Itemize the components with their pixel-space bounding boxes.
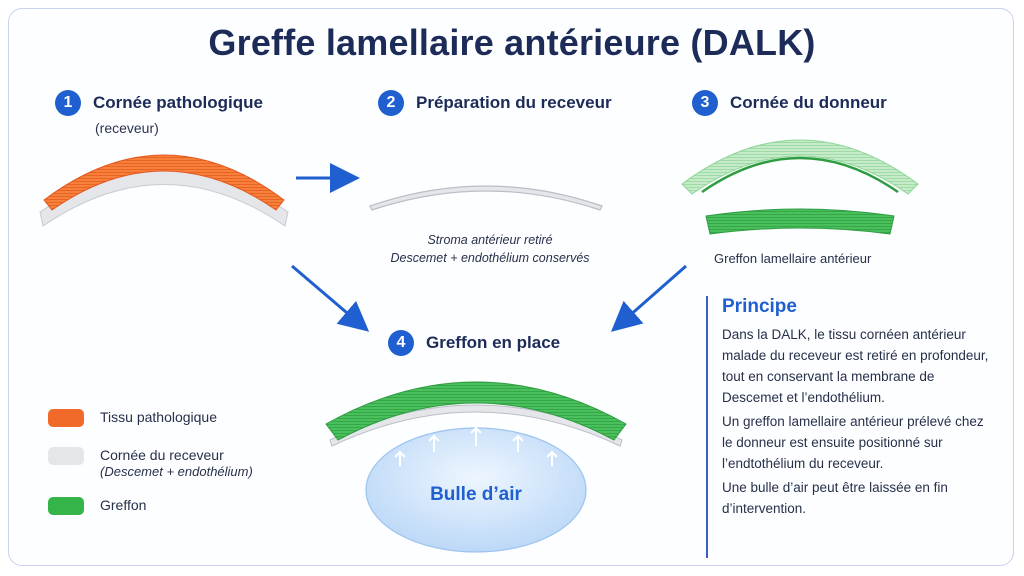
principle-paragraph: Une bulle d’air peut être laissée en fin…	[722, 480, 948, 516]
step-3-number: 3	[692, 90, 718, 116]
recipient-layer	[39, 167, 289, 227]
donor-upper-layer	[681, 139, 919, 195]
step-2-caption-line-1: Stroma antérieur retiré	[427, 233, 553, 247]
legend-swatch-pathologic	[48, 409, 84, 427]
step-1-title: Cornée pathologique	[93, 93, 263, 112]
step-2-recipient-membrane	[369, 185, 603, 211]
legend-label-pathologic: Tissu pathologique	[100, 409, 218, 425]
legend-swatch-recipient	[48, 447, 84, 465]
arrow-step1-to-step4	[291, 264, 370, 332]
pressure-arrow	[394, 450, 406, 466]
principle-panel: Principe Dans la DALK, le tissu cornéen …	[706, 296, 992, 558]
air-pressure-arrows	[394, 426, 558, 466]
legend-label-recipient: Cornée du receveur	[100, 447, 224, 463]
legend-item-graft: Greffon	[48, 496, 146, 515]
step-4-assembly	[325, 381, 627, 553]
step-1-cornea	[39, 154, 289, 227]
step-4-header: 4 Greffon en place	[388, 330, 560, 356]
page-title: Greffe lamellaire antérieure (DALK)	[208, 22, 816, 63]
donor-inner-arc	[701, 156, 899, 194]
donor-graft-piece	[705, 208, 895, 235]
pathologic-layer	[43, 154, 285, 211]
step-1-subtitle: (receveur)	[95, 120, 159, 136]
step-2-number: 2	[378, 90, 404, 116]
legend-label-graft: Greffon	[100, 497, 147, 513]
step-3-caption: Greffon lamellaire antérieur	[714, 251, 872, 266]
step-2-title: Préparation du receveur	[416, 93, 612, 112]
step-1-header: 1 Cornée pathologique	[55, 90, 263, 116]
step-4-number: 4	[388, 330, 414, 356]
pressure-arrow	[546, 450, 558, 466]
step-4-title: Greffon en place	[426, 333, 561, 352]
step-3-donor-cornea	[681, 139, 919, 235]
step-3-title: Cornée du donneur	[730, 93, 887, 112]
arrow-step3-to-step4	[610, 264, 687, 332]
step-2-caption: Stroma antérieur retiré Descemet + endot…	[360, 231, 620, 267]
step-3-header: 3 Cornée du donneur	[692, 90, 887, 116]
principle-title: Principe	[722, 296, 797, 317]
legend-sublabel-recipient: (Descemet + endothélium)	[100, 464, 253, 479]
legend-item-recipient: Cornée du receveur (Descemet + endothéli…	[48, 446, 253, 479]
pressure-arrow	[428, 434, 440, 452]
principle-paragraph: Dans la DALK, le tissu cornéen antérieur…	[722, 327, 989, 405]
principle-paragraph: Un greffon lamellaire antérieur prélevé …	[722, 414, 984, 471]
step-4-recipient-layer	[329, 404, 623, 447]
pressure-arrow	[512, 434, 524, 452]
pressure-arrow	[470, 426, 482, 446]
step-2-caption-line-2: Descemet + endothélium conservés	[390, 251, 590, 265]
step-2-header: 2 Préparation du receveur	[378, 90, 612, 116]
legend-swatch-graft	[48, 497, 84, 515]
step-1-number: 1	[55, 90, 81, 116]
step-4-graft	[325, 381, 627, 441]
legend-item-pathologic: Tissu pathologique	[48, 408, 217, 427]
air-bubble-label: Bulle d’air	[430, 484, 522, 505]
